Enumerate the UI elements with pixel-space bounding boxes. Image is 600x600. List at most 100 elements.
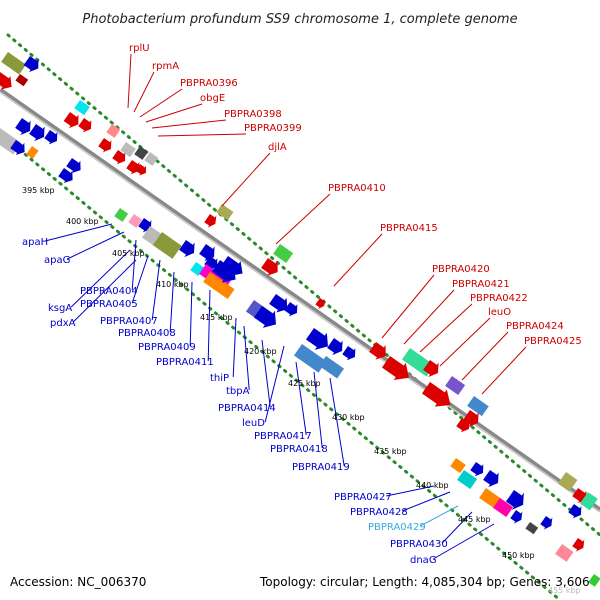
gene-block bbox=[203, 272, 235, 300]
leader-line bbox=[207, 289, 211, 362]
forward-gene-label: PBPRA0422 bbox=[470, 293, 528, 304]
genome-summary-text: Topology: circular; Length: 4,085,304 bp… bbox=[259, 575, 590, 589]
forward-gene-label: PBPRA0399 bbox=[244, 123, 302, 134]
gene-block bbox=[114, 208, 129, 222]
forward-gene-label: leuO bbox=[488, 307, 511, 318]
leader-line bbox=[145, 103, 203, 123]
gene-block bbox=[106, 124, 121, 138]
leader-line bbox=[139, 88, 183, 118]
genome-backbone bbox=[0, 87, 600, 513]
gene-block bbox=[134, 146, 149, 160]
reverse-gene-label: PBPRA0404 bbox=[80, 286, 138, 297]
reverse-gene-label: ksgA bbox=[48, 303, 72, 314]
reverse-gene-label: PBPRA0428 bbox=[350, 507, 408, 518]
forward-gene-label: PBPRA0398 bbox=[224, 109, 282, 120]
forward-gene-label: PBPRA0410 bbox=[328, 183, 386, 194]
gene-arrow bbox=[269, 294, 288, 313]
gene-arrow bbox=[112, 150, 126, 165]
gene-arrow bbox=[568, 504, 582, 519]
forward-gene-label: PBPRA0421 bbox=[452, 279, 510, 290]
leader-line bbox=[72, 259, 137, 323]
leader-line bbox=[381, 274, 435, 339]
gene-arrow bbox=[456, 418, 470, 433]
gene-arrow bbox=[483, 470, 499, 488]
leader-line bbox=[264, 345, 285, 423]
reverse-gene-label: thiP bbox=[210, 373, 229, 384]
leader-line bbox=[151, 119, 227, 129]
leader-line bbox=[70, 249, 131, 308]
gene-arrow bbox=[63, 112, 79, 129]
gene-block bbox=[445, 376, 466, 396]
gene-features bbox=[0, 52, 600, 587]
gene-block bbox=[1, 52, 27, 75]
leader-line bbox=[329, 377, 345, 467]
gene-arrow bbox=[305, 328, 329, 350]
tick-label: 410 kbp bbox=[156, 280, 189, 289]
leader-line bbox=[403, 289, 455, 345]
gene-block bbox=[479, 488, 501, 509]
reverse-gene-label: dnaG bbox=[410, 555, 437, 566]
gene-arrow bbox=[369, 342, 386, 360]
leader-line bbox=[232, 317, 237, 378]
leader-line bbox=[131, 255, 149, 304]
leader-line bbox=[189, 281, 193, 347]
gene-arrow bbox=[421, 382, 451, 407]
leader-line bbox=[402, 491, 451, 512]
leader-line bbox=[169, 271, 175, 333]
leader-line bbox=[127, 53, 132, 109]
tick-label: 420 kbp bbox=[244, 347, 277, 356]
reverse-gene-label: PBPRA0411 bbox=[156, 357, 214, 368]
gene-arrow bbox=[572, 538, 585, 552]
reverse-gene-label: PBPRA0419 bbox=[292, 462, 350, 473]
reverse-gene-label: tbpA bbox=[226, 386, 250, 397]
leader-line bbox=[439, 317, 491, 367]
forward-gene-label: PBPRA0415 bbox=[380, 223, 438, 234]
gene-block bbox=[128, 214, 143, 228]
reverse-gene-label: PBPRA0409 bbox=[138, 342, 196, 353]
leader-line bbox=[386, 485, 435, 497]
gene-labels: rplUrpmAPBPRA0396obgEPBPRA0398PBPRA0399d… bbox=[22, 43, 582, 566]
gene-block bbox=[450, 458, 466, 474]
gene-block bbox=[457, 470, 478, 490]
gene-arrow bbox=[15, 118, 31, 136]
reverse-gene-label: PBPRA0414 bbox=[218, 403, 276, 414]
forward-gene-label: PBPRA0420 bbox=[432, 264, 490, 275]
outer-dotted-track bbox=[6, 33, 600, 537]
gene-arrow bbox=[10, 140, 25, 156]
gene-block bbox=[26, 146, 39, 159]
tick-label: 435 kbp bbox=[374, 447, 407, 456]
gene-arrow bbox=[505, 490, 524, 510]
gene-arrow bbox=[423, 360, 439, 378]
reverse-gene-label: leuD bbox=[242, 418, 265, 429]
leader-line bbox=[45, 223, 113, 242]
forward-gene-label: PBPRA0424 bbox=[506, 321, 564, 332]
gene-block bbox=[525, 522, 539, 535]
gene-arrow bbox=[0, 72, 12, 90]
gene-block bbox=[579, 492, 598, 511]
reverse-gene-label: apaH bbox=[22, 237, 48, 248]
gene-arrow bbox=[261, 258, 278, 276]
tick-label: 450 kbp bbox=[502, 551, 535, 560]
leader-line bbox=[157, 133, 247, 137]
leader-line bbox=[441, 511, 473, 544]
leader-line bbox=[295, 361, 307, 436]
gene-arrow bbox=[510, 510, 523, 524]
tick-label: 415 kbp bbox=[200, 313, 233, 322]
tick-label: 395 kbp bbox=[22, 186, 55, 195]
gene-arrow bbox=[221, 256, 243, 276]
gene-block bbox=[319, 356, 345, 379]
reverse-gene-label: PBPRA0408 bbox=[118, 328, 176, 339]
gene-block bbox=[152, 232, 182, 259]
leader-line bbox=[419, 505, 459, 527]
gene-arrow bbox=[204, 256, 218, 271]
leader-line bbox=[151, 259, 161, 321]
gene-arrow bbox=[253, 306, 277, 328]
leader-line bbox=[261, 339, 271, 408]
tick-label: 405 kbp bbox=[112, 249, 145, 258]
forward-gene-label: PBPRA0425 bbox=[524, 336, 582, 347]
tick-label: 430 kbp bbox=[332, 413, 365, 422]
gene-arrow bbox=[58, 168, 73, 184]
gene-block bbox=[588, 574, 600, 587]
gene-block bbox=[120, 142, 136, 158]
